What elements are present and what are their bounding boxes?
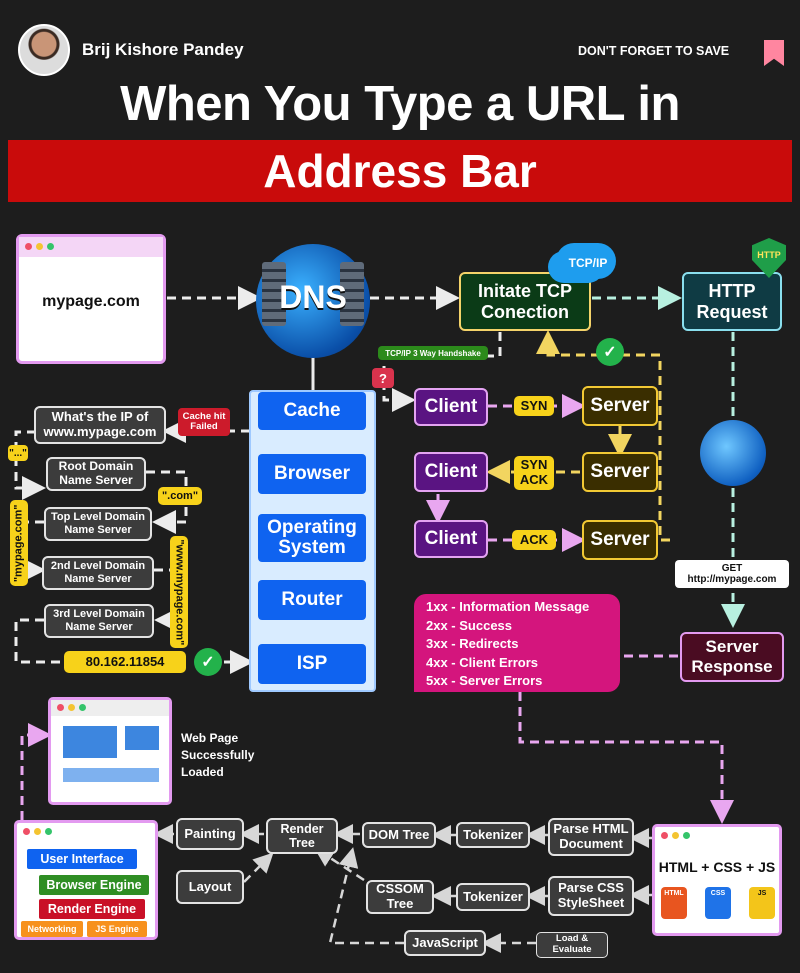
mypage-tag-text: "mypage.com" [12,504,25,582]
css-file-icon: CSS [705,887,731,919]
painting-step: Painting [176,818,244,850]
warning-icon: "..." [8,445,28,461]
status-code-2xx: 2xx - Success [426,617,513,633]
tokenizer-html-step: Tokenizer [456,822,530,848]
page-loaded-caption: Web Page Successfully Loaded [181,731,255,779]
save-reminder: DON'T FORGET TO SAVE [578,44,730,58]
com-tag: ".com" [158,487,202,505]
www-mypage-tag-text: "www.mypage.com" [173,538,186,645]
browser-engine-layer: Browser Engine [39,875,149,895]
render-tree-step: Render Tree [266,818,338,854]
page-footer-block [63,768,159,782]
cache-layer-isp: ISP [258,644,366,684]
handshake-label: TCP/IP 3 Way Handshake [378,346,488,360]
dns-server-rack-right [340,262,364,326]
browser-window: mypage.com [16,234,166,364]
load-evaluate-label: Load & Evaluate [536,932,608,958]
address-bar-url[interactable]: mypage.com [42,293,140,310]
dns-label: DNS [279,279,347,315]
author-avatar [18,24,70,76]
http-request-box: HTTP Request [682,272,782,331]
dom-tree-step: DOM Tree [362,822,436,848]
js-file-icon: JS [749,887,775,919]
cache-layer-router: Router [258,580,366,620]
server-syn-box: Server [582,386,658,426]
client-syn-box: Client [414,388,488,426]
cache-hit-failed-badge: Cache hit Failed [178,408,230,436]
networking-layer: Networking [21,921,83,937]
status-codes-bubble: 1xx - Information Message 2xx - Success … [414,594,620,692]
arrow-render-layout [243,852,274,883]
page-side-block [125,726,159,750]
ip-question-box: What's the IP of www.mypage.com [34,406,166,444]
mypage-tag: "mypage.com" [10,500,28,586]
internet-globe-icon [700,420,766,486]
server-ack-box: Server [582,520,658,560]
source-bundle-window: HTML + CSS + JS HTML CSS JS [652,824,782,936]
tokenizer-css-step: Tokenizer [456,883,530,911]
third-level-server-box: 3rd Level Domain Name Server [44,604,154,638]
handshake-question-icon: ? [372,368,394,388]
status-code-3xx: 3xx - Redirects [426,636,519,651]
source-bundle-label: HTML + CSS + JS [658,859,776,875]
cache-layer-os: Operating System [258,514,366,562]
loaded-page-window [48,697,172,805]
handshake-return [536,330,670,542]
second-level-server-box: 2nd Level Domain Name Server [42,556,154,590]
get-url: http://mypage.com [687,574,777,585]
js-engine-layer: JS Engine [87,921,147,937]
arrow-cssom-render [313,847,365,882]
tcp-connection-box: Initate TCP Conection [459,272,591,331]
author-name: Brij Kishore Pandey [82,40,244,59]
arrow-tld-to-second [22,520,46,582]
syn-label: SYN [514,396,554,416]
tld-server-box: Top Level Domain Name Server [44,507,152,541]
title-banner: Address Bar [8,140,792,202]
browser-components-window: User Interface Browser Engine Render Eng… [14,820,158,940]
cache-layer-browser: Browser [258,454,366,494]
ip-address-result: 80.162.11854 [64,651,186,673]
server-response-box: Server Response [680,632,784,682]
css-file-label: CSS [710,890,726,897]
arrow-ui-to-page [20,723,52,820]
cache-layer-cache: Cache [258,392,366,430]
ip-resolved-check-icon: ✓ [194,648,222,676]
page-title: When You Type a URL in [120,77,680,131]
cssom-tree-step: CSSOM Tree [366,880,434,914]
bookmark-icon[interactable] [764,40,784,66]
get-method: GET [721,562,743,574]
client-synack-box: Client [414,452,488,492]
status-code-1xx: 1xx - Information Message [426,599,590,614]
root-domain-server-box: Root Domain Name Server [46,457,146,491]
layout-step: Layout [176,870,244,904]
window-titlebar [19,237,163,257]
synack-label: SYN ACK [514,456,554,490]
ack-label: ACK [512,530,556,550]
tcp-cloud-label: TCP/IP [568,256,608,270]
javascript-step: JavaScript [404,930,486,956]
page-subtitle: Address Bar [263,145,537,197]
tcp-cloud-icon [556,243,616,279]
html-file-label: HTML [664,890,684,897]
status-code-4xx: 4xx - Client Errors [426,654,538,670]
arrow-codes-to-stack [518,692,734,824]
get-request-label: GET http://mypage.com [675,560,789,588]
js-file-label: JS [757,890,767,897]
arrow-js-dom [328,847,404,945]
http-shield-label: HTTP [757,250,781,260]
status-code-5xx: 5xx - Server Errors [426,673,543,688]
arrow-third-to-ip [14,618,64,664]
client-ack-box: Client [414,520,488,558]
parse-css-step: Parse CSS StyleSheet [548,876,634,916]
www-mypage-tag: "www.mypage.com" [170,536,188,648]
handshake-complete-check-icon: ✓ [596,338,624,366]
html-file-icon: HTML [661,887,687,919]
ui-layer: User Interface [27,849,137,869]
server-synack-box: Server [582,452,658,492]
parse-html-step: Parse HTML Document [548,818,634,856]
render-engine-layer: Render Engine [39,899,145,919]
dns-server-rack-left [262,262,286,326]
page-hero-block [63,726,117,758]
